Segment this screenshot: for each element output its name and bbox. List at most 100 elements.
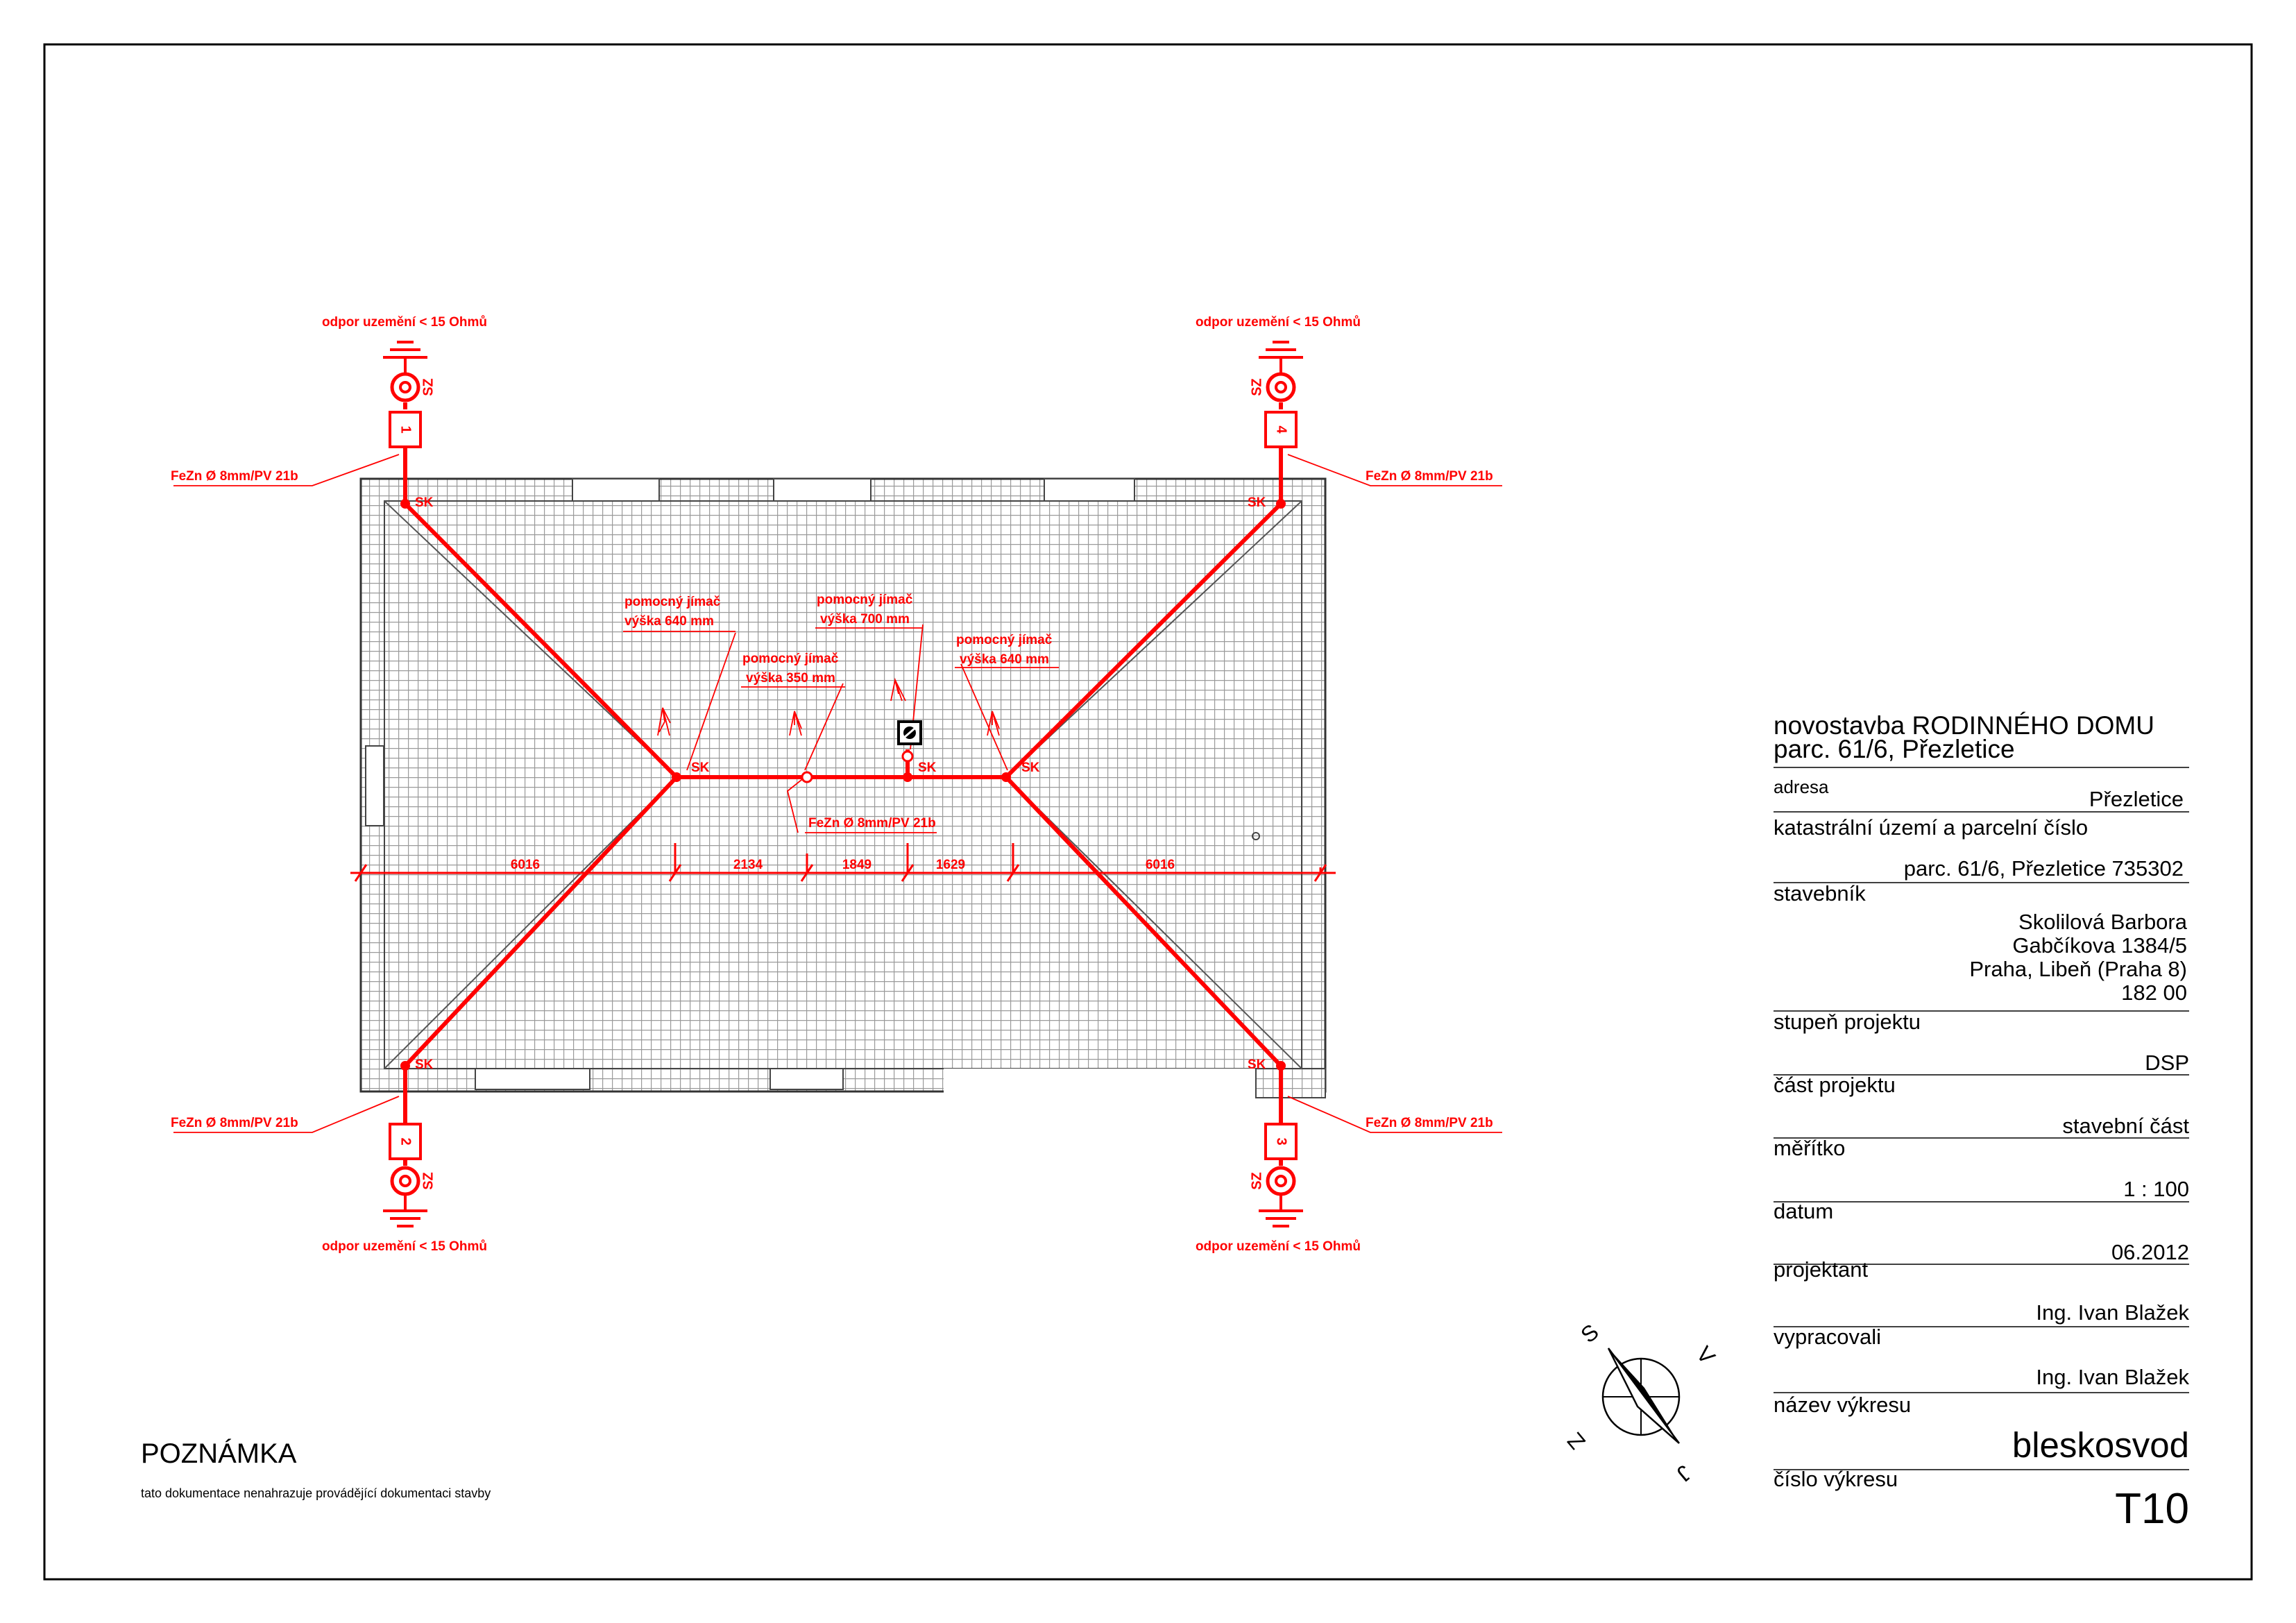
label-datum: datum: [1774, 1199, 1833, 1223]
value-katastr: parc. 61/6, Přezletice 735302: [1904, 856, 2184, 881]
conductor-label: FeZn Ø 8mm/PV 21b: [171, 469, 298, 484]
measurement-box-4: 4: [1264, 411, 1298, 448]
sz-label: SZ: [420, 1172, 436, 1190]
svg-text:4: 4: [1274, 425, 1289, 434]
sk-label: SK: [1248, 1057, 1266, 1072]
value-stavebnik-2: Gabčíkova 1384/5: [2012, 933, 2187, 958]
label-adresa: adresa: [1774, 776, 1829, 797]
value-projektant: Ing. Ivan Blažek: [2036, 1300, 2189, 1325]
grounding-label: odpor uzemění < 15 Ohmů: [322, 315, 487, 330]
value-stavebnik-1: Skolilová Barbora: [2018, 910, 2188, 934]
dimension-line: [350, 843, 1336, 882]
sk-label: SK: [918, 760, 937, 775]
value-stupen: DSP: [2145, 1051, 2189, 1075]
dimension-value: 1629: [936, 858, 965, 872]
value-stavebnik-3: Praha, Libeň (Praha 8): [1969, 957, 2187, 981]
label-stupen: stupeň projektu: [1774, 1010, 1921, 1034]
measurement-box-2: 2: [389, 1123, 422, 1160]
note-heading: POZNÁMKA: [141, 1438, 297, 1469]
dimension-value: 2134: [733, 858, 763, 872]
svg-text:3: 3: [1274, 1137, 1289, 1145]
sz-label: SZ: [1249, 1172, 1264, 1190]
conductor-label: FeZn Ø 8mm/PV 21b: [171, 1116, 298, 1130]
label-katastr: katastrální území a parcelní číslo: [1774, 815, 2088, 840]
ground-symbol-1: [383, 341, 427, 402]
note-text: tato dokumentace nenahrazuje provádějící…: [141, 1486, 491, 1500]
value-cast: stavební část: [2062, 1114, 2189, 1138]
compass-s: S: [1576, 1319, 1603, 1348]
label-cast: část projektu: [1774, 1073, 1896, 1097]
roof-vent: [1252, 832, 1260, 840]
grounding-label: odpor uzemění < 15 Ohmů: [1196, 1239, 1361, 1254]
svg-text:výška 350 mm: výška 350 mm: [746, 671, 835, 686]
label-vypracovali: vypracovali: [1774, 1325, 1881, 1349]
svg-text:pomocný jímač: pomocný jímač: [742, 652, 839, 666]
roof-plan: [359, 477, 1327, 1098]
chimney-terminal: [897, 720, 922, 745]
ground-symbol-4: [1259, 341, 1303, 402]
ground-symbol-3: [1259, 1166, 1303, 1227]
svg-text:1: 1: [398, 425, 414, 433]
conductor-label: FeZn Ø 8mm/PV 21b: [808, 816, 936, 831]
grounding-label: odpor uzemění < 15 Ohmů: [1196, 315, 1361, 330]
roof-opening: [773, 478, 871, 502]
aux-terminal-label-1: pomocný jímač výška 640 mm: [623, 595, 735, 632]
value-datum: 06.2012: [2111, 1240, 2189, 1264]
svg-text:pomocný jímač: pomocný jímač: [956, 633, 1053, 647]
value-nazev: bleskosvod: [2012, 1425, 2189, 1465]
sz-label: SZ: [1249, 378, 1264, 396]
svg-text:2: 2: [398, 1137, 414, 1145]
aux-terminal-node: [801, 771, 813, 783]
dimension-value: 1849: [842, 858, 871, 872]
project-title-line1: novostavba RODINNÉHO DOMU: [1774, 711, 2154, 740]
roof-opening: [572, 478, 660, 502]
measurement-box-3: 3: [1264, 1123, 1298, 1160]
compass: S V J Z: [1563, 1319, 1721, 1486]
project-title-line2: parc. 61/6, Přezletice: [1774, 735, 2015, 763]
svg-text:výška 700 mm: výška 700 mm: [820, 612, 910, 627]
sk-label: SK: [415, 1057, 434, 1072]
roof-opening: [769, 1068, 844, 1090]
roof-opening: [1044, 478, 1135, 502]
roof-surface: [359, 477, 1327, 1093]
value-stavebnik-4: 182 00: [2121, 980, 2187, 1005]
svg-text:výška 640 mm: výška 640 mm: [624, 614, 714, 629]
sk-label: SK: [691, 760, 710, 775]
dimension-value: 6016: [1146, 858, 1175, 872]
value-adresa: Přezletice: [2089, 787, 2184, 811]
aux-terminal-node: [901, 750, 914, 763]
sk-label: SK: [415, 495, 434, 510]
sk-label: SK: [1021, 760, 1040, 775]
label-meritko: měřítko: [1774, 1136, 1845, 1160]
value-meritko: 1 : 100: [2123, 1177, 2189, 1201]
roof-opening: [475, 1068, 590, 1090]
label-cislo: číslo výkresu: [1774, 1467, 1898, 1491]
grounding-label: odpor uzemění < 15 Ohmů: [322, 1239, 487, 1254]
title-block: novostavba RODINNÉHO DOMU parc. 61/6, Př…: [1774, 711, 2189, 1533]
aux-terminal-label-2: pomocný jímač výška 350 mm: [741, 652, 845, 688]
sk-label: SK: [1248, 495, 1266, 510]
measurement-box-1: 1: [389, 411, 422, 448]
label-projektant: projektant: [1774, 1257, 1869, 1282]
value-vypracovali: Ing. Ivan Blažek: [2036, 1365, 2189, 1389]
svg-text:pomocný jímač: pomocný jímač: [624, 595, 721, 609]
aux-arrows: [657, 677, 1000, 736]
compass-v: V: [1692, 1341, 1721, 1369]
sheet-border: [43, 43, 2253, 1581]
value-cislo: T10: [2115, 1485, 2189, 1533]
sz-label: SZ: [420, 378, 436, 396]
aux-terminal-label-4: pomocný jímač výška 640 mm: [955, 633, 1059, 668]
label-nazev: název výkresu: [1774, 1393, 1911, 1417]
ground-symbol-2: [383, 1166, 427, 1227]
svg-text:pomocný jímač: pomocný jímač: [817, 593, 913, 607]
label-stavebnik: stavebník: [1774, 881, 1866, 906]
roof-opening: [365, 745, 384, 826]
roof-opening: [1255, 1068, 1326, 1098]
conductor-label: FeZn Ø 8mm/PV 21b: [1366, 1116, 1493, 1130]
dimension-value: 6016: [511, 858, 540, 872]
svg-text:výška 640 mm: výška 640 mm: [960, 652, 1049, 667]
aux-terminal-label-3: pomocný jímač výška 700 mm: [815, 593, 923, 629]
compass-j: J: [1672, 1460, 1696, 1486]
junction-nodes: [400, 499, 1286, 1071]
